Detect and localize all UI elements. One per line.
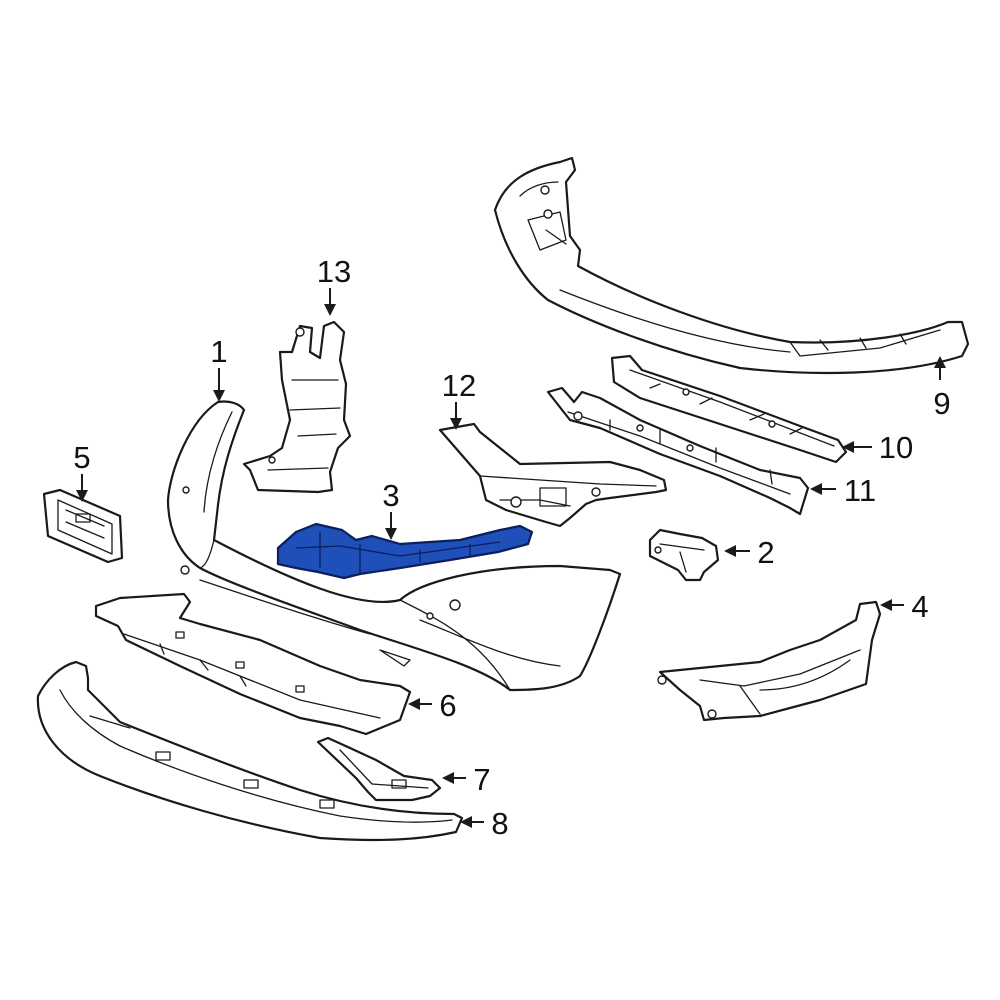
leaders (76, 288, 946, 828)
callout-6: 6 (439, 688, 456, 723)
callout-1: 1 (210, 334, 227, 369)
callout-2: 2 (757, 535, 774, 570)
lower-trim[interactable] (36, 660, 464, 842)
callout-9: 9 (933, 386, 950, 421)
bumper-cover[interactable] (166, 400, 622, 692)
corner-bracket[interactable] (438, 422, 668, 528)
air-deflector[interactable] (242, 320, 352, 494)
side-bracket[interactable] (657, 600, 882, 722)
callout-labels: 1 2 3 4 5 6 7 8 9 10 11 12 13 (73, 254, 950, 841)
upper-trim[interactable] (493, 156, 970, 375)
callout-7: 7 (473, 762, 490, 797)
callout-3: 3 (382, 478, 399, 513)
callout-10: 10 (879, 430, 913, 465)
license-plate-bracket[interactable] (42, 488, 124, 564)
callout-8: 8 (491, 806, 508, 841)
callout-4: 4 (911, 589, 928, 624)
upper-reinforcement[interactable] (610, 354, 848, 464)
callout-11: 11 (844, 473, 876, 508)
callout-13: 13 (317, 254, 351, 289)
small-bracket[interactable] (316, 736, 442, 802)
energy-absorber[interactable] (546, 386, 810, 516)
callout-5: 5 (73, 440, 90, 475)
mount-bracket[interactable] (648, 528, 720, 582)
callout-12: 12 (442, 368, 476, 403)
lower-deflector[interactable] (94, 592, 412, 736)
side-support-bracket[interactable] (276, 522, 534, 580)
